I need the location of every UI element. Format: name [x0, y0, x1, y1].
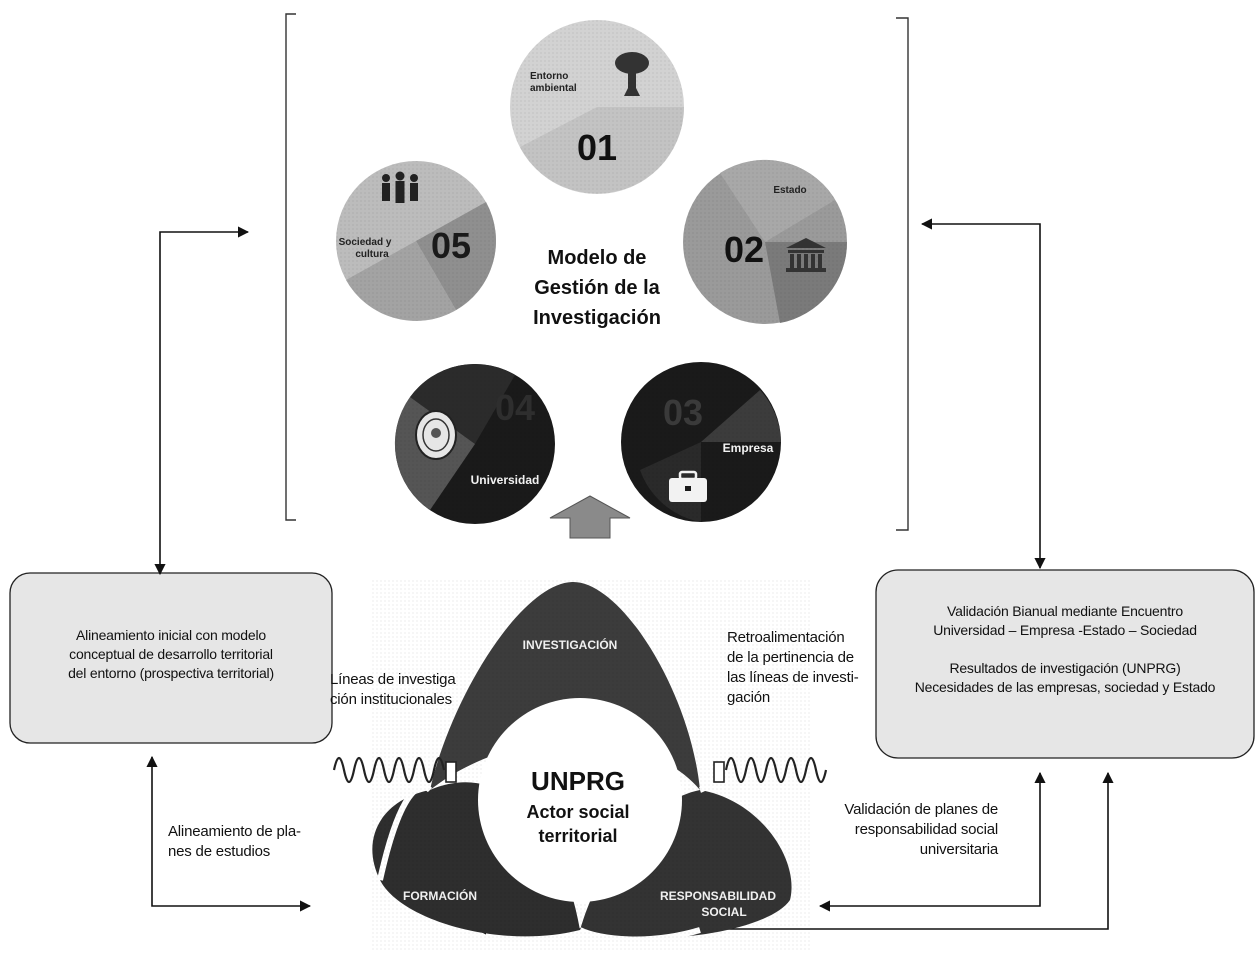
label-lineas-line-2: ción institucionales [330, 691, 452, 708]
label-validacion-line-3: universitaria [919, 841, 998, 858]
circle-02-label: Estado [773, 185, 806, 196]
left-up-connector [154, 226, 250, 576]
model-bracket [285, 13, 909, 531]
model-title-line-3: Investigación [533, 307, 661, 329]
label-alineamiento-line-1: Alineamiento de pla- [168, 823, 301, 840]
tree-icon [615, 52, 649, 96]
left-box-line-3: del entorno (prospectiva territorial) [68, 665, 274, 681]
label-validacion-line-2: responsabilidad social [854, 821, 998, 838]
label-lineas-line-1: Líneas de investiga [330, 671, 456, 688]
label-retro-line-4: gación [727, 689, 771, 706]
briefcase-icon [669, 470, 707, 502]
right-box-line-1: Validación Bianual mediante Encuentro [947, 603, 1183, 619]
label-lineas-investigacion: Líneas de investiga ción institucionales [330, 670, 490, 710]
label-retro-line-1: Retroalimentación [727, 629, 845, 646]
core-center-line-1: UNPRG [531, 766, 625, 796]
circle-03-label: Empresa [723, 441, 774, 455]
model-title-line-1: Modelo de [548, 247, 647, 269]
circle-02-number: 02 [724, 229, 764, 270]
spring-left [332, 756, 457, 784]
label-validacion-line-1: Validación de planes de [844, 801, 998, 818]
left-box-line-2: conceptual de desarrollo territorial [69, 646, 273, 662]
petal-label-responsabilidad-1: RESPONSABILIDAD [660, 889, 776, 903]
label-retroalimentacion: Retroalimentación de la pertinencia de l… [727, 628, 887, 708]
circle-04-universidad: 04 Universidad [394, 364, 555, 524]
label-retro-line-2: de la pertinencia de [727, 649, 854, 666]
up-arrow [549, 495, 631, 539]
circle-04-number: 04 [495, 387, 535, 428]
university-seal-icon [415, 410, 457, 460]
circle-02-estado: Estado 02 [683, 159, 848, 324]
petal-label-responsabilidad-2: SOCIAL [701, 905, 746, 919]
circle-01-label-line-2: ambiental [530, 83, 577, 94]
core-center-line-3: territorial [538, 826, 617, 846]
right-box-text: Validación Bianual mediante Encuentro Un… [884, 602, 1246, 697]
circle-01-label-line-1: Entorno [530, 71, 568, 82]
model-title: Modelo de Gestión de la Investigación [533, 247, 661, 329]
left-box-line-1: Alineamiento inicial con modelo [76, 627, 266, 643]
right-box-line-4: Resultados de investigación (UNPRG) [949, 660, 1181, 676]
circle-05-sociedad-cultura: Sociedad y cultura 05 [336, 161, 496, 321]
right-box-line-3 [884, 640, 1246, 659]
circle-05-number: 05 [431, 225, 471, 266]
model-title-line-2: Gestión de la [534, 277, 660, 299]
left-bottom-connector [146, 755, 312, 912]
circle-03-empresa: 03 Empresa [621, 362, 781, 522]
right-box [875, 569, 1255, 759]
connectors [146, 218, 1114, 935]
label-retro-line-3: las líneas de investi- [727, 669, 859, 686]
core-center-line-2: Actor social [526, 802, 629, 822]
circle-05-label-line-2: cultura [355, 249, 389, 260]
government-building-icon [786, 238, 826, 272]
petal-label-investigacion: INVESTIGACIÓN [523, 637, 618, 652]
petal-label-formacion: FORMACIÓN [403, 888, 477, 903]
spring-right [713, 756, 828, 784]
circle-01-number: 01 [577, 127, 617, 168]
right-up-connector [920, 218, 1046, 570]
label-alineamiento-line-2: nes de estudios [168, 843, 271, 860]
people-icon [382, 171, 418, 203]
right-box-line-2: Universidad – Empresa -Estado – Sociedad [933, 622, 1197, 638]
label-alineamiento-planes: Alineamiento de pla- nes de estudios [168, 822, 338, 862]
circle-05-label-line-1: Sociedad y [339, 237, 392, 248]
core-center-circle [478, 698, 682, 902]
circle-01-entorno-ambiental: Entorno ambiental 01 [510, 20, 684, 194]
label-validacion-planes: Validación de planes de responsabilidad … [818, 800, 998, 860]
left-box-text: Alineamiento inicial con modelo conceptu… [20, 626, 322, 683]
right-box-line-5: Necesidades de las empresas, sociedad y … [914, 679, 1216, 695]
circle-03-number: 03 [663, 392, 703, 433]
circle-04-label: Universidad [471, 473, 540, 487]
